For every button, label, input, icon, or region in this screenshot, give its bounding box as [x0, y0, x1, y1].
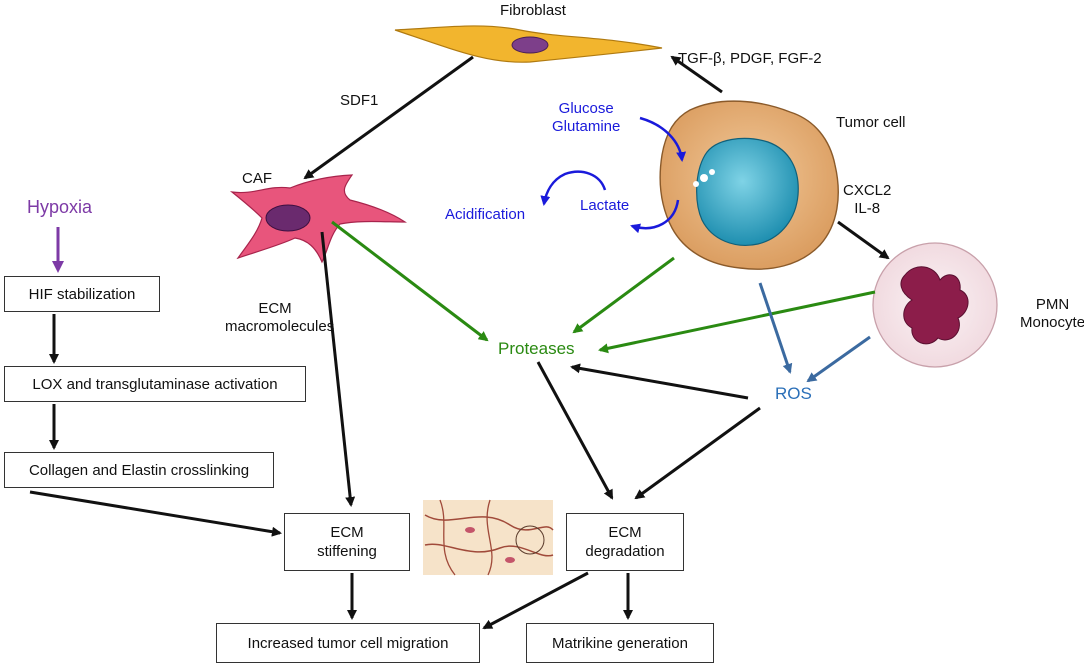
hypoxia-label: Hypoxia	[27, 197, 93, 217]
acidification-label: Acidification	[445, 206, 526, 223]
migration-box: Increased tumor cell migration	[216, 623, 480, 663]
caf-label: CAF	[242, 170, 272, 187]
matrikine-box: Matrikine generation	[526, 623, 714, 663]
caf-cell	[229, 174, 407, 264]
lox-activation-box: LOX and transglutaminase activation	[4, 366, 306, 402]
fibroblast-cell	[394, 25, 663, 63]
lox-activation-text: LOX and transglutaminase activation	[32, 375, 278, 393]
tumor-cell-label: Tumor cell	[836, 114, 906, 131]
fibroblast-label: Fibroblast	[500, 2, 566, 19]
pmn-monocyte-label: PMN Monocyte	[1020, 296, 1084, 331]
steel-arrows	[758, 282, 871, 383]
green-arrows	[331, 220, 876, 354]
migration-text: Increased tumor cell migration	[247, 634, 449, 652]
ecm-degradation-box: ECM degradation	[566, 513, 684, 571]
tumor-cell	[659, 100, 839, 270]
metabolic-curves	[540, 116, 687, 234]
proteases-label: Proteases	[498, 339, 575, 358]
pmn-cell	[872, 242, 998, 368]
ecm-macromolecules-label: ECM macromolecules	[225, 300, 335, 335]
cxcl-label: CXCL2 IL-8	[843, 182, 892, 217]
tgf-label: TGF-β, PDGF, FGF-2	[678, 50, 822, 67]
ecm-degradation-text: ECM degradation	[585, 524, 665, 560]
hif-stabilization-text: HIF stabilization	[28, 285, 136, 303]
lactate-label: Lactate	[580, 197, 630, 214]
tissue-image	[423, 499, 554, 576]
crosslinking-box: Collagen and Elastin crosslinking	[4, 452, 274, 488]
glucose-glutamine-label: Glucose Glutamine	[552, 100, 621, 135]
matrikine-text: Matrikine generation	[552, 634, 688, 652]
ecm-stiffening-text: ECM stiffening	[317, 524, 377, 560]
sdf1-label: SDF1	[340, 92, 379, 109]
ecm-stiffening-box: ECM stiffening	[284, 513, 410, 571]
ros-label: ROS	[775, 384, 812, 403]
black-arrows	[29, 55, 890, 630]
crosslinking-text: Collagen and Elastin crosslinking	[28, 461, 250, 479]
hif-stabilization-box: HIF stabilization	[4, 276, 160, 312]
